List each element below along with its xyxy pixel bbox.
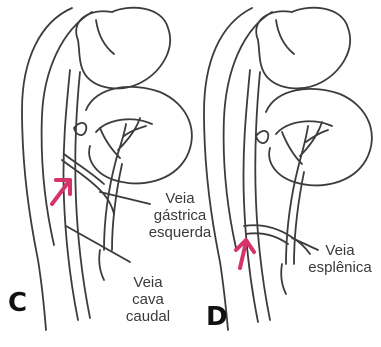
label-splenic-vein: Veia esplênica	[300, 242, 380, 276]
body-outline-inner-c	[42, 12, 92, 245]
heart-vessel-d	[276, 20, 294, 54]
splenic-shunt-d-2	[246, 233, 288, 244]
liver-c	[86, 87, 192, 183]
body-outline-d	[204, 8, 252, 330]
label-left-gastric-vein: Veia gástrica esquerda	[140, 190, 220, 241]
panel-d-drawing	[204, 8, 372, 330]
label-splenic-line1: Veia	[300, 242, 380, 259]
arrow-c	[52, 180, 70, 204]
portal-tree-c-2	[112, 164, 122, 250]
label-cava-line3: caudal	[108, 308, 188, 325]
label-cava-line2: cava	[108, 291, 188, 308]
portal-branch-d2	[282, 132, 302, 164]
label-splenic-line2: esplênica	[300, 259, 380, 276]
heart-d	[256, 8, 350, 89]
label-gastric-line1: Veia	[140, 190, 220, 207]
label-caudal-vena-cava: Veia cava caudal	[108, 274, 188, 325]
arrow-d	[236, 240, 254, 268]
label-cava-line1: Veia	[108, 274, 188, 291]
leader-cava-c	[66, 226, 130, 262]
lower-vessel-d	[281, 264, 286, 294]
body-outline-inner-d	[224, 12, 272, 248]
label-gastric-line2: gástrica	[140, 207, 220, 224]
heart-c	[76, 8, 170, 89]
panel-letter-c: C	[8, 288, 27, 318]
panel-letter-d: D	[206, 302, 228, 332]
label-gastric-line3: esquerda	[140, 224, 220, 241]
liver-d	[266, 89, 372, 185]
loop-d	[256, 131, 268, 143]
body-outline-c	[22, 8, 72, 330]
vena-cava-c-2	[75, 72, 90, 318]
lower-vessel-c	[99, 250, 104, 280]
heart-vessel-c	[96, 20, 114, 54]
